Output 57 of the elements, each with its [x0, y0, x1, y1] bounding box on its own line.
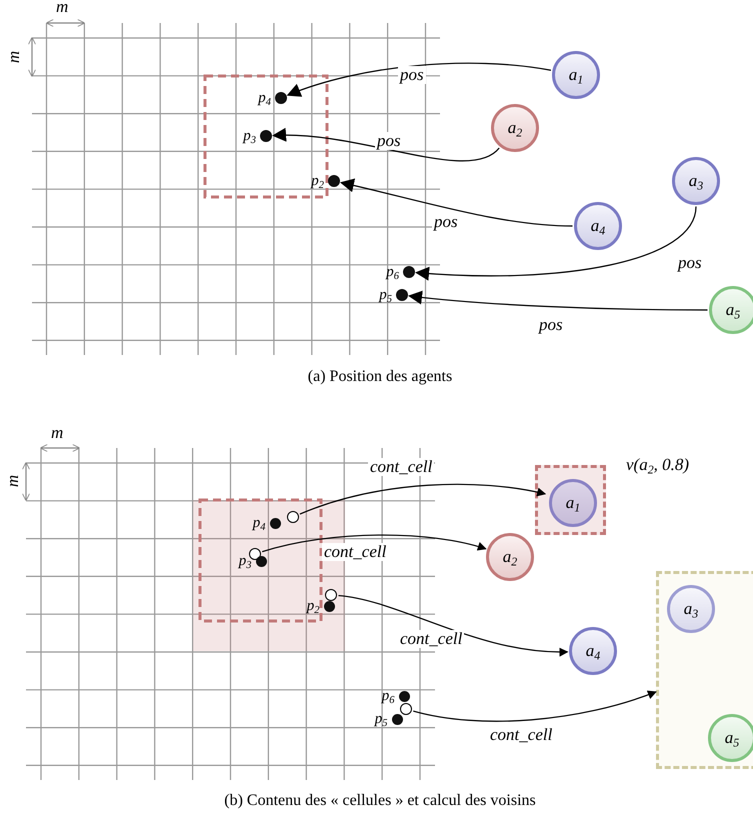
- agent-circle: a$_{3}$: [672, 157, 720, 205]
- point-dot: [270, 518, 280, 528]
- box-label: ν(a$_{2}$, 0.8): [626, 456, 690, 474]
- arrow: [340, 178, 573, 227]
- edge-label: cont_cell: [398, 630, 464, 648]
- point-dot: [403, 266, 415, 278]
- point-dot: [392, 714, 402, 724]
- hollow-dot: [249, 548, 261, 560]
- agent-circle: a$_{1}$: [549, 479, 597, 527]
- point-dot: [256, 556, 266, 566]
- point-label: p$_{4}$: [258, 89, 271, 107]
- point-label: p$_{5}$: [374, 710, 388, 728]
- point-dot: [260, 130, 272, 142]
- point-label: p$_{2}$: [306, 597, 320, 615]
- edge-label: cont_cell: [368, 458, 434, 476]
- point-label: p$_{3}$: [238, 552, 252, 570]
- arrow: [262, 534, 487, 552]
- edge-label: cont_cell: [322, 543, 388, 561]
- figure-caption: (b) Contenu des « cellules » et calcul des voisins: [224, 792, 536, 810]
- arrow: [272, 128, 500, 162]
- hollow-dot: [325, 589, 337, 601]
- point-label: p$_{3}$: [243, 127, 256, 145]
- arrow: [415, 206, 697, 280]
- agent-circle: a$_{4}$: [574, 202, 622, 250]
- agent-circle: a$_{2}$: [491, 104, 539, 152]
- arrow: [408, 290, 708, 311]
- agent-circle: a$_{5}$: [709, 286, 753, 334]
- agent-circle: a$_{1}$: [552, 51, 600, 99]
- edge-label: pos: [375, 132, 403, 150]
- point-dot: [328, 175, 340, 187]
- dimension-label: m: [56, 0, 68, 16]
- point-dot: [275, 92, 287, 104]
- point-label: p$_{6}$: [386, 263, 399, 281]
- dimension-label: m: [51, 424, 64, 442]
- dashed-box: [656, 571, 753, 769]
- point-dot: [398, 690, 410, 702]
- dimension-label: m: [5, 50, 24, 64]
- point-label: p$_{4}$: [252, 514, 266, 532]
- arrow: [286, 62, 552, 98]
- agent-circle: a$_{3}$: [667, 585, 715, 633]
- dimension-label: m: [4, 474, 22, 488]
- point-label: p$_{6}$: [382, 687, 394, 705]
- arrow: [338, 594, 568, 656]
- hollow-dot: [287, 511, 299, 523]
- figure-caption: (a) Position des agents: [308, 368, 452, 386]
- point-dot: [324, 600, 334, 612]
- point-dot: [396, 289, 408, 301]
- agent-circle: a$_{4}$: [569, 627, 617, 675]
- edge-label: cont_cell: [488, 726, 554, 744]
- point-label: p$_{5}$: [379, 286, 392, 304]
- point-label: p$_{2}$: [311, 172, 324, 190]
- agent-circle: a$_{5}$: [708, 714, 753, 762]
- agent-circle: a$_{2}$: [486, 533, 534, 581]
- arrow: [413, 690, 657, 722]
- arrow: [300, 484, 546, 515]
- edge-label: pos: [398, 66, 426, 84]
- hollow-dot: [400, 703, 412, 715]
